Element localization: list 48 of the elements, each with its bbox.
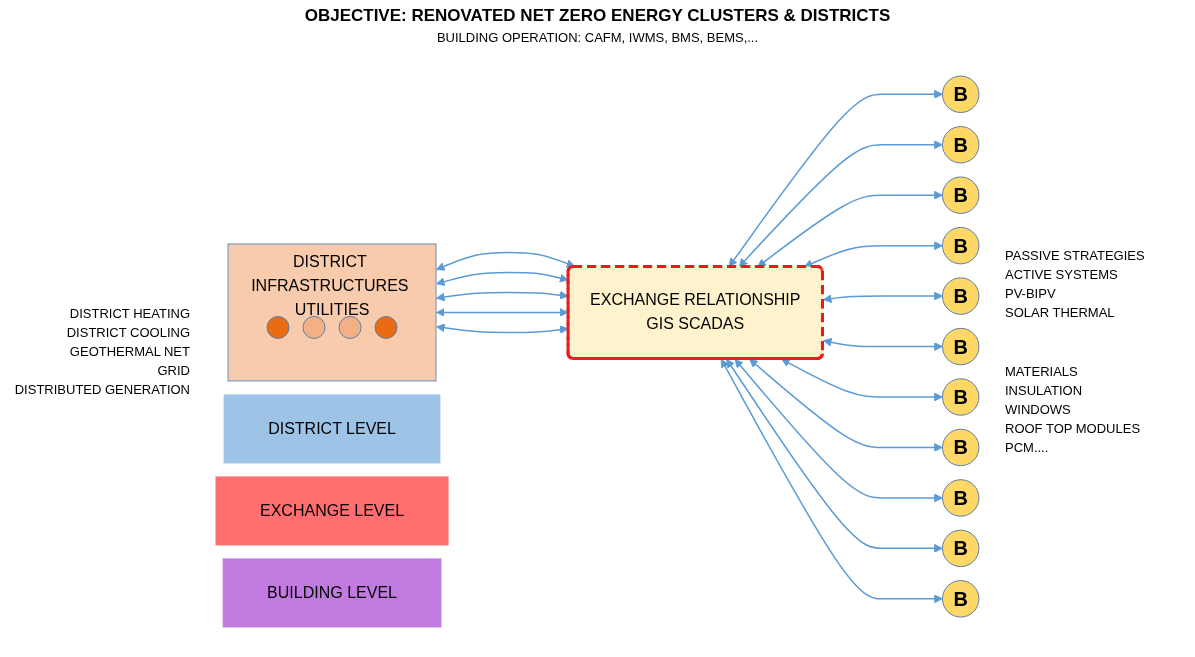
- node-circle: B: [942, 529, 980, 568]
- node-box: DISTRICT LEVEL: [223, 394, 441, 464]
- node-circle: B: [942, 327, 980, 366]
- list-item-text: DISTRICT HEATING: [69, 305, 190, 323]
- list-item-text: PV-BIPV: [1005, 285, 1056, 303]
- list-item-text: GEOTHERMAL NET: [69, 343, 190, 361]
- node-circle: B: [942, 580, 980, 618]
- node-circle: B: [942, 176, 980, 214]
- list-item-text: ACTIVE SYSTEMS: [1005, 266, 1118, 284]
- arrow: [436, 290, 569, 302]
- node-circle: B: [942, 226, 980, 265]
- list-item-text: SOLAR THERMAL: [1005, 304, 1115, 322]
- node-circle: [302, 315, 326, 339]
- diagram-title: OBJECTIVE: RENOVATED NET ZERO ENERGY CLUSTERS & DISTRICTS: [304, 6, 891, 26]
- arrow: [436, 271, 569, 286]
- node-circle: [374, 315, 398, 339]
- arrow: [436, 308, 569, 317]
- node-box: BUILDING LEVEL: [222, 558, 442, 628]
- arrow: [823, 291, 943, 304]
- arrow: [734, 358, 943, 503]
- node-circle: B: [942, 277, 980, 315]
- node-box: EXCHANGE LEVEL: [215, 476, 449, 546]
- note-text: BUILDING OPERATION: CAFM, IWMS, BMS, BEMS,...: [436, 30, 759, 45]
- arrow: [728, 89, 943, 267]
- arrow: [720, 358, 943, 604]
- node-circle: B: [942, 75, 980, 113]
- node-circle: B: [942, 428, 980, 467]
- node-circle: B: [942, 479, 980, 517]
- arrow: [823, 337, 943, 351]
- list-item-text: WINDOWS: [1005, 401, 1071, 419]
- node-circle: B: [942, 126, 980, 164]
- cluster: DISTRICT INFRASTRUCTURES UTILITIES: [227, 243, 437, 382]
- list-item-text: INSULATION: [1005, 382, 1083, 400]
- list-item-text: MATERIALS: [1005, 363, 1078, 381]
- list-item-text: DISTRICT COOLING: [66, 324, 190, 342]
- list-item-text: PCM....: [1005, 439, 1049, 457]
- list-item-text: DISTRIBUTED GENERATION: [14, 381, 190, 399]
- arrow: [436, 251, 576, 271]
- node-circle: B: [942, 378, 980, 416]
- arrow: [781, 358, 943, 402]
- arrow: [749, 358, 943, 452]
- arrow: [726, 358, 943, 553]
- list-item-text: PASSIVE STRATEGIES: [1005, 247, 1145, 265]
- arrow: [436, 323, 569, 334]
- list-item-text: GRID: [157, 362, 190, 380]
- node-circle: [338, 315, 362, 339]
- list-item-text: ROOF TOP MODULES: [1005, 420, 1141, 438]
- node-circle: [266, 315, 290, 339]
